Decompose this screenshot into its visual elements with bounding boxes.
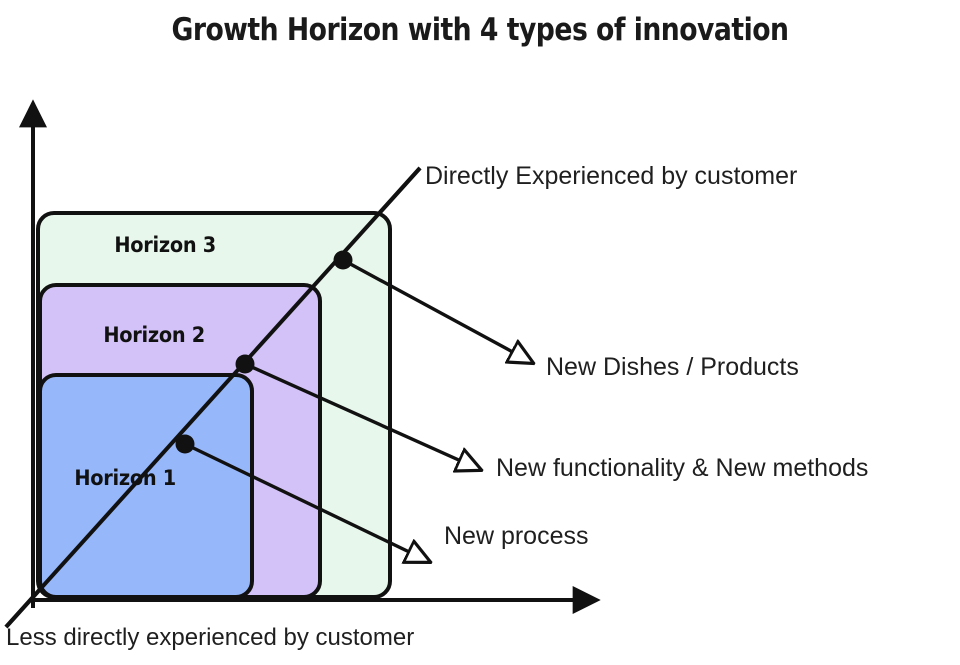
top-axis-caption: Directly Experienced by customer — [425, 162, 798, 190]
callout-anchor-dot-3[interactable] — [175, 434, 195, 454]
callout-anchor-dot-1[interactable] — [333, 250, 353, 270]
horizon-box-1[interactable] — [38, 373, 254, 599]
callout-leader-line-2 — [244, 362, 481, 470]
horizon-label-2: Horizon 2 — [103, 323, 205, 347]
callout-lines-group — [175, 250, 534, 563]
callout-leader-line-3 — [184, 442, 430, 562]
callout-label-2: New functionality & New methods — [496, 454, 869, 482]
callout-label-3: New process — [444, 522, 589, 550]
horizon-label-1: Horizon 1 — [74, 466, 176, 490]
callout-anchor-dot-2[interactable] — [235, 354, 255, 374]
callout-label-1: New Dishes / Products — [546, 353, 799, 381]
bottom-axis-caption: Less directly experienced by customer — [6, 624, 415, 651]
diagonal-axis-overlay — [4, 166, 422, 629]
callout-leader-line-1 — [342, 258, 533, 363]
horizon-label-3: Horizon 3 — [114, 233, 216, 257]
page-title: Growth Horizon with 4 types of innovatio… — [171, 12, 789, 48]
